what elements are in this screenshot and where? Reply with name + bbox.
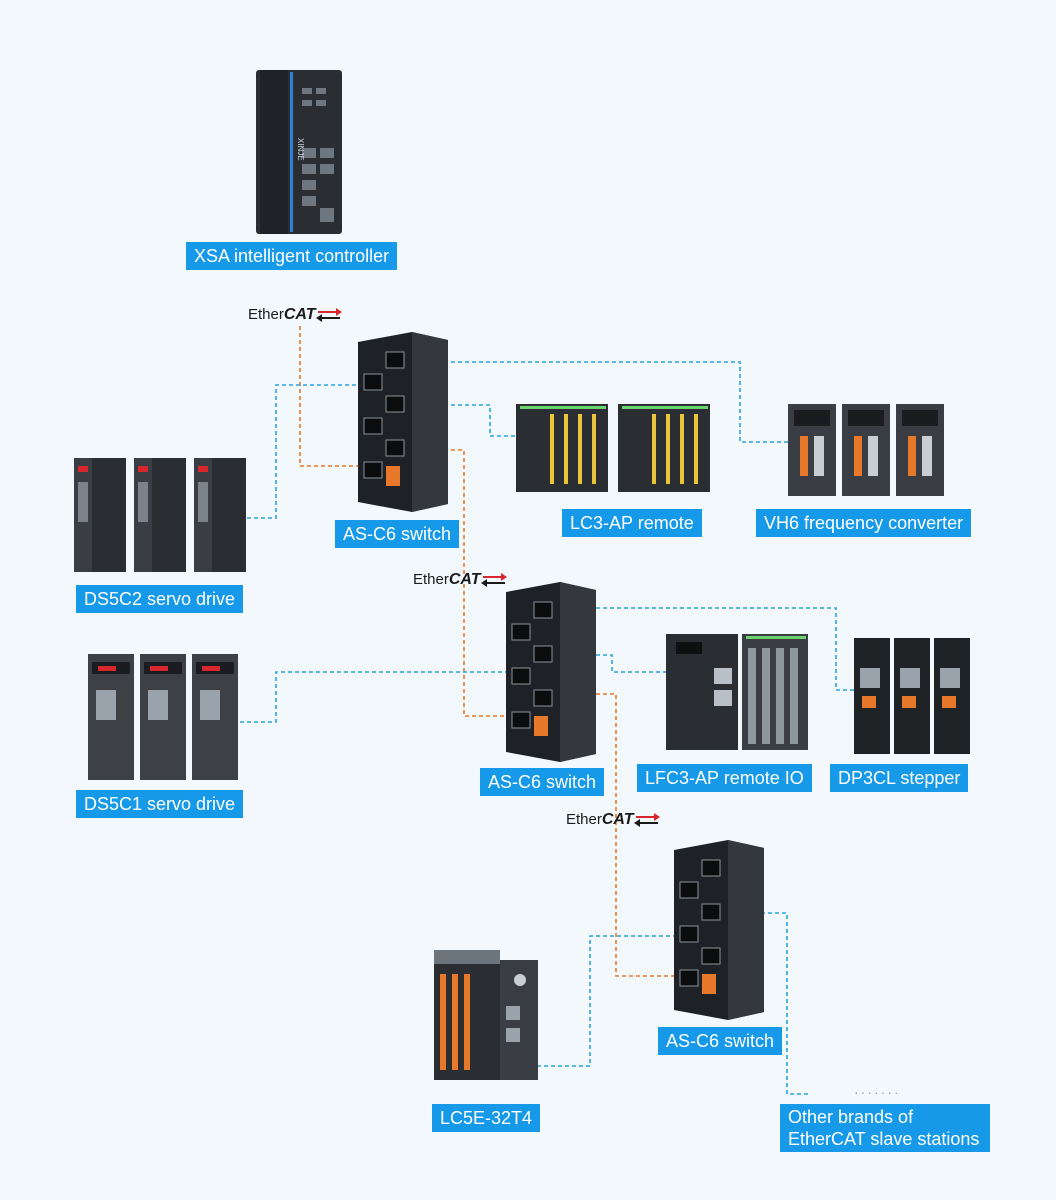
xsa-controller: XINJE <box>254 68 344 236</box>
ethercat-arrows-icon <box>315 308 342 323</box>
ethercat-logo-3: EtherCAT <box>566 811 660 829</box>
ds5c1-servo-drives <box>86 650 242 782</box>
label-dp3cl: DP3CL stepper <box>830 764 969 792</box>
link-switch1-ds5c2 <box>232 384 370 519</box>
servo-drive-image <box>88 654 238 780</box>
ethercat-arrows-icon <box>633 813 660 828</box>
switch-1 <box>352 328 452 512</box>
label-switch2: AS-C6 switch <box>480 768 605 796</box>
lfc3ap-remote-io <box>664 628 810 754</box>
label-other-brands: Other brands of EtherCAT slave stations <box>780 1104 990 1152</box>
ethercat-cat-text: CAT <box>448 571 481 588</box>
lc5e-plc <box>430 946 542 1082</box>
stepper-image <box>854 638 970 754</box>
label-switch3: AS-C6 switch <box>658 1027 783 1055</box>
link-switch1-vh6 <box>395 361 790 443</box>
link-switch2-ds5c1 <box>214 671 516 723</box>
ethercat-ether-text: Ether <box>566 811 602 828</box>
ds5c2-servo-drives <box>72 452 250 574</box>
dp3cl-steppers <box>852 634 974 756</box>
servo-drive-image <box>74 458 246 572</box>
label-lfc3ap: LFC3-AP remote IO <box>637 764 812 792</box>
link-switch2-dp3cl <box>540 607 866 691</box>
switch-image <box>358 332 448 512</box>
controller-image: XINJE <box>256 70 342 234</box>
label-ds5c1: DS5C1 servo drive <box>76 790 244 818</box>
lc3ap-remote-modules <box>514 402 710 494</box>
frequency-converter-image <box>788 404 944 496</box>
label-lc3ap: LC3-AP remote <box>562 509 702 537</box>
switch-2 <box>500 578 600 762</box>
label-lc5e: LC5E-32T4 <box>432 1104 541 1132</box>
label-switch1: AS-C6 switch <box>335 520 460 548</box>
vh6-frequency-converters <box>786 400 946 498</box>
remote-io-image <box>666 634 808 750</box>
switch-3 <box>668 836 768 1020</box>
remote-io-image <box>516 404 710 492</box>
link-switch1-lc3ap <box>395 404 520 437</box>
label-vh6: VH6 frequency converter <box>756 509 972 537</box>
label-ds5c2: DS5C2 servo drive <box>76 585 244 613</box>
ethercat-logo-1: EtherCAT <box>248 306 342 324</box>
continuation-dots: ······· <box>854 1084 901 1100</box>
brand-logo: XINJE <box>296 138 305 161</box>
switch-image <box>506 582 596 762</box>
ethercat-link-switch1-switch2 <box>395 449 516 717</box>
switch-image <box>674 840 764 1020</box>
ethercat-cat-text: CAT <box>601 811 634 828</box>
label-xsa: XSA intelligent controller <box>186 242 398 270</box>
plc-image <box>434 950 538 1080</box>
ethercat-logo-2: EtherCAT <box>413 571 507 589</box>
ethercat-ether-text: Ether <box>413 571 449 588</box>
ethercat-arrows-icon <box>480 573 507 588</box>
ethercat-cat-text: CAT <box>283 306 316 323</box>
ethercat-ether-text: Ether <box>248 306 284 323</box>
ethercat-link-controller-switch1 <box>299 326 370 467</box>
